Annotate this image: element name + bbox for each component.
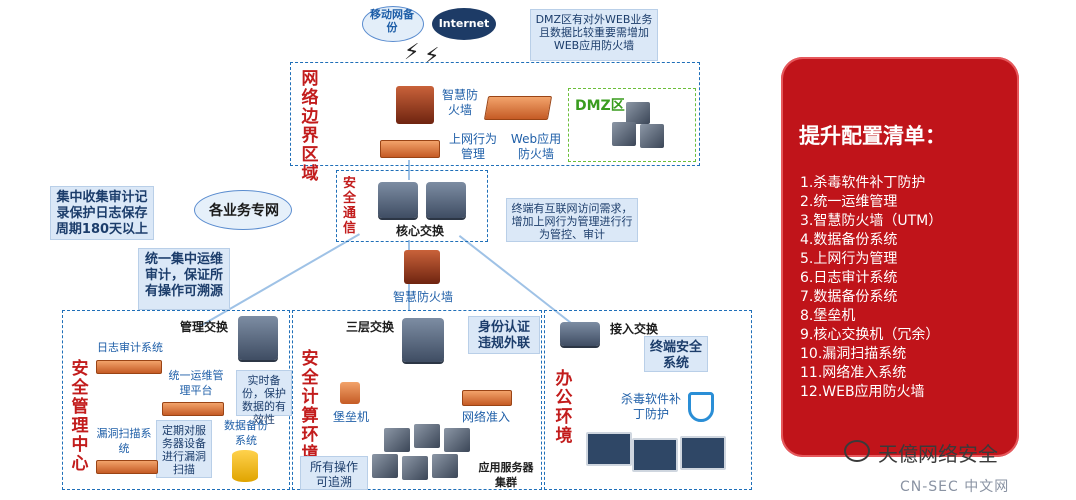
config-list-item: 2.统一运维管理 xyxy=(800,194,898,210)
site-watermark: CN-SEC 中文网 xyxy=(900,479,1010,495)
monitor-icon xyxy=(632,438,678,472)
secure-comm-zone xyxy=(336,170,488,242)
backup-system-label: 数据备份系统 xyxy=(224,419,268,447)
ops-note: 统一集中运维审计，保证所有操作可溯源 xyxy=(138,248,230,310)
office-env-title: 办公环境 xyxy=(555,369,573,446)
auth-note: 身份认证违规外联 xyxy=(468,316,540,354)
config-list-item: 1.杀毒软件补丁防护 xyxy=(800,175,926,191)
config-list-title: 提升配置清单： xyxy=(799,124,946,148)
dmz-server-icon xyxy=(626,102,650,124)
internet-behavior-label: 上网行为管理 xyxy=(448,132,497,161)
l3-switch-label: 三层交换 xyxy=(345,320,394,334)
secure-comm-title-left: 安全通信网络 xyxy=(342,176,356,236)
config-list-item: 8.堡垒机 xyxy=(800,308,856,324)
lightning-icon: ⚡ xyxy=(404,40,420,65)
core-switch-a xyxy=(378,182,418,218)
l3-switch xyxy=(402,318,444,362)
mgmt-switch-label: 管理交换 xyxy=(179,320,228,334)
ops-platform-label: 统一运维管理平台 xyxy=(168,369,224,397)
app-server-icon xyxy=(402,456,428,480)
internet-behavior-device xyxy=(380,140,440,158)
dmz-server-icon xyxy=(612,122,636,146)
config-list-item: 10.漏洞扫描系统 xyxy=(800,346,907,362)
config-list-item: 5.上网行为管理 xyxy=(800,251,898,267)
app-server-icon xyxy=(384,428,410,452)
app-server-icon xyxy=(444,428,470,452)
vuln-scan-label: 漏洞扫描系统 xyxy=(96,427,152,455)
ops-platform-device xyxy=(162,402,224,416)
dmz-server-icon xyxy=(640,124,664,148)
log-audit-device xyxy=(96,360,162,374)
antivirus-label: 杀毒软件补丁防护 xyxy=(620,392,681,421)
backup-db-icon xyxy=(232,450,258,482)
internet-label: Internet xyxy=(438,17,490,30)
config-list-item: 3.智慧防火墙（UTM） xyxy=(800,213,943,229)
compute-env-zone xyxy=(292,310,542,490)
business-network-cloud xyxy=(194,190,292,230)
mobile-backup-cloud xyxy=(362,6,424,42)
config-list-panel xyxy=(781,57,1019,457)
bastion-icon xyxy=(340,382,360,404)
mgmt-switch xyxy=(238,316,278,360)
bastion-label: 堡垒机 xyxy=(332,410,369,424)
smart-firewall-top xyxy=(396,86,434,124)
nac-device xyxy=(462,390,512,406)
monitor-icon xyxy=(586,432,632,466)
business-network-label: 各业务专网 xyxy=(209,203,279,219)
wechat-icon xyxy=(844,440,870,462)
smart-fw-mid-label: 智慧防火墙 xyxy=(392,290,453,304)
monitor-icon xyxy=(680,436,726,470)
waf-device xyxy=(483,96,553,120)
trace-note: 所有操作可追溯 xyxy=(300,456,368,490)
access-switch xyxy=(560,322,600,346)
endpoint-security-box: 终端安全系统 xyxy=(644,336,708,372)
config-list-item: 11.网络准入系统 xyxy=(800,365,907,381)
audit-note: 集中收集审计记录保护日志保存周期180天以上 xyxy=(50,186,154,240)
dmz-zone xyxy=(568,88,696,162)
mgmt-center-title: 安全管理中心 xyxy=(71,359,89,474)
config-list-item: 4.数据备份系统 xyxy=(800,232,898,248)
dmz-note: DMZ区有对外WEB业务且数据比较重要需增加WEB应用防火墙 xyxy=(530,9,658,61)
dmz-title: DMZ区 xyxy=(575,98,625,114)
core-switch-b xyxy=(426,182,466,218)
config-list-item: 12.WEB应用防火墙 xyxy=(800,384,925,400)
config-list-item: 9.核心交换机（冗余） xyxy=(800,327,940,343)
nac-label: 网络准入 xyxy=(461,410,510,424)
boundary-zone-title: 网络边界区域 xyxy=(301,69,319,184)
internet-note: 终端有互联网访问需求，增加上网行为管理进行行为管控、审计 xyxy=(506,198,638,242)
smart-firewall-mid xyxy=(404,250,440,284)
smart-fw-top-label: 智慧防火墙 xyxy=(441,88,478,117)
scan-note: 定期对服务器设备进行漏洞扫描 xyxy=(156,420,212,478)
office-env-zone xyxy=(544,310,752,490)
shield-icon xyxy=(688,392,714,422)
log-audit-label: 日志审计系统 xyxy=(97,341,163,354)
waf-label: Web应用防火墙 xyxy=(510,132,562,161)
mobile-backup-label: 移动网备份 xyxy=(370,8,414,34)
core-switch-label: 核心交换 xyxy=(395,224,444,238)
config-list-item: 6.日志审计系统 xyxy=(800,270,898,286)
app-server-icon xyxy=(372,454,398,478)
backup-note: 实时备份，保护数据的有效性 xyxy=(236,370,292,426)
app-cluster-label: 应用服务器集群 xyxy=(478,461,534,489)
internet-cloud xyxy=(432,8,496,40)
wechat-account-name: 天億网络安全 xyxy=(878,442,998,466)
access-switch-label: 接入交换 xyxy=(609,322,658,336)
compute-env-title: 安全计算环境 xyxy=(301,349,319,464)
config-list-item: 7.数据备份系统 xyxy=(800,289,898,305)
app-server-icon xyxy=(414,424,440,448)
boundary-zone xyxy=(290,62,700,166)
app-server-icon xyxy=(432,454,458,478)
vuln-scan-device xyxy=(96,460,158,474)
